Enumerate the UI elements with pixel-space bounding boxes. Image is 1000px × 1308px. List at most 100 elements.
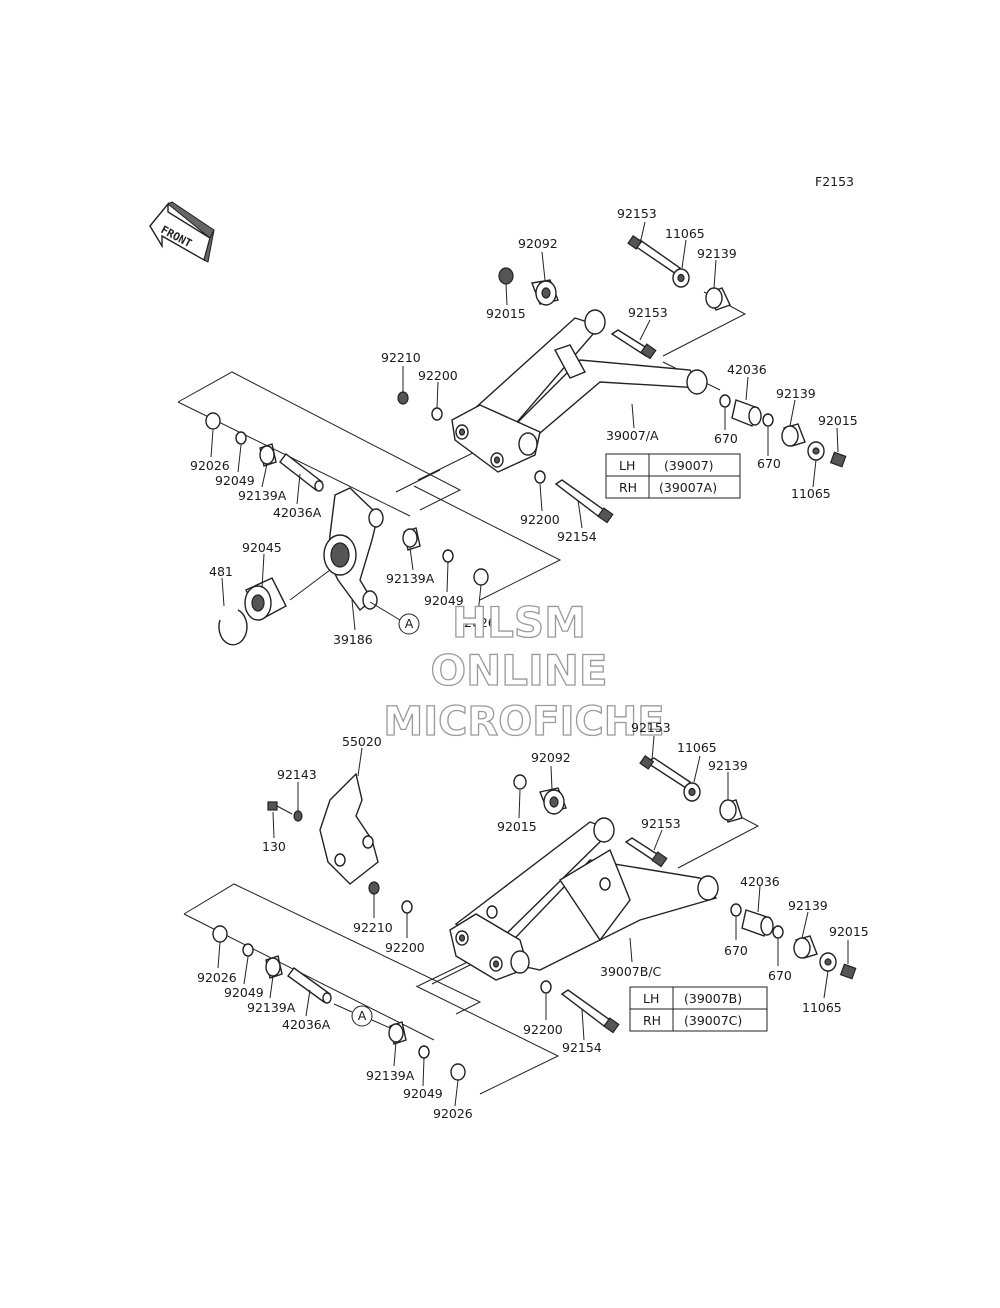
upper-table-rh-part: (39007A)	[659, 480, 717, 495]
label-11065a-lower: 11065	[677, 740, 717, 755]
upper-table-lh-part: (39007)	[664, 458, 714, 473]
lower-table-rh-part: (39007C)	[684, 1013, 742, 1028]
label-55020: 55020	[342, 734, 382, 749]
label-92026a: 92026	[190, 458, 230, 473]
label-92026b-lower: 92026	[433, 1106, 473, 1121]
label-92139b: 92139	[776, 386, 816, 401]
label-92026a-lower: 92026	[197, 970, 237, 985]
upper-callout-a-letter: A	[405, 616, 414, 631]
watermark-line-3: MICROFICHE	[383, 699, 664, 745]
label-92092: 92092	[518, 236, 558, 251]
label-92092-lower: 92092	[531, 750, 571, 765]
label-42036A-lower: 42036A	[282, 1017, 331, 1032]
lower-guard-55020	[319, 772, 379, 885]
lower-callout-a-letter: A	[358, 1008, 367, 1023]
upper-shaft-42036A	[279, 453, 324, 492]
lower-seal-92049a	[242, 943, 254, 957]
label-92139Ab: 92139A	[386, 571, 435, 586]
label-92139a-lower: 92139	[708, 758, 748, 773]
lower-washer-92200a	[401, 900, 413, 914]
label-670b: 670	[757, 456, 781, 471]
label-11065a: 11065	[665, 226, 705, 241]
lower-seal-92049b	[418, 1045, 430, 1059]
upper-bearing-92045	[244, 577, 287, 621]
label-92153b: 92153	[628, 305, 668, 320]
label-670a-lower: 670	[724, 943, 748, 958]
label-92015a: 92015	[486, 306, 526, 321]
label-92200a-lower: 92200	[385, 940, 425, 955]
lower-sleeve-42036	[741, 909, 774, 937]
lower-bushing-92139a	[719, 799, 743, 823]
label-92139a: 92139	[697, 246, 737, 261]
lower-table-lh-part: (39007B)	[684, 991, 742, 1006]
figure-code: F2153	[815, 174, 854, 189]
lower-table-rh: RH	[643, 1013, 661, 1028]
label-92026b: 92026	[456, 615, 496, 630]
lower-a-arm	[449, 817, 719, 981]
label-39007-lower: 39007B/C	[600, 964, 662, 979]
label-481: 481	[209, 564, 233, 579]
watermark: HLSM ONLINE MICROFICHE	[383, 597, 666, 745]
lower-table-lh: LH	[643, 991, 659, 1006]
label-92143: 92143	[277, 767, 317, 782]
upper-nut-92015b	[829, 451, 847, 468]
lower-bushing-92139Ab	[388, 1021, 407, 1045]
label-92200b: 92200	[520, 512, 560, 527]
upper-bushing-92139Aa	[259, 443, 277, 467]
lower-nut-92015a	[513, 774, 527, 790]
lower-bolt-92153b	[624, 837, 668, 868]
watermark-line-2: ONLINE	[430, 646, 607, 695]
lower-assembly: A 55020 92153 11065 92092 92139	[183, 720, 869, 1121]
upper-seal-92026a	[205, 412, 221, 430]
label-92015b-lower: 92015	[829, 924, 869, 939]
upper-table-lh: LH	[619, 458, 635, 473]
lower-seal-92026a	[212, 925, 228, 943]
upper-nut-92015a	[498, 267, 514, 285]
upper-knuckle-39186	[323, 487, 384, 612]
label-42036A: 42036A	[273, 505, 322, 520]
lower-seal-670b	[772, 925, 784, 939]
label-92015a-lower: 92015	[497, 819, 537, 834]
upper-washer-92200a	[431, 407, 443, 421]
upper-seal-92049a	[235, 431, 247, 445]
label-92139Aa-lower: 92139A	[247, 1000, 296, 1015]
label-670a: 670	[714, 431, 738, 446]
upper-bushing-92139b	[781, 423, 806, 447]
label-42036: 42036	[727, 362, 767, 377]
upper-bushing-92092	[531, 279, 559, 306]
lower-bolt-130	[267, 801, 293, 815]
lower-callout-a	[351, 1005, 373, 1027]
lower-bushing-92139b	[793, 935, 818, 959]
lower-bolt-92154	[560, 989, 620, 1034]
upper-seal-670a	[719, 394, 731, 408]
label-130: 130	[262, 839, 286, 854]
label-670b-lower: 670	[768, 968, 792, 983]
label-92049a: 92049	[215, 473, 255, 488]
label-92139Ab-lower: 92139A	[366, 1068, 415, 1083]
lower-side-table: LH (39007B) RH (39007C)	[629, 986, 768, 1032]
lower-washer-92200b	[540, 980, 552, 994]
label-92210-lower: 92210	[353, 920, 393, 935]
label-92049b-lower: 92049	[403, 1086, 443, 1101]
upper-seal-92026b	[473, 568, 489, 586]
lower-grommet-92143	[293, 810, 303, 822]
label-92153b-lower: 92153	[641, 816, 681, 831]
label-92139b-lower: 92139	[788, 898, 828, 913]
lower-bushing-92139Aa	[265, 955, 283, 979]
lower-seal-92026b	[450, 1063, 466, 1081]
label-92139Aa: 92139A	[238, 488, 287, 503]
label-92200b-lower: 92200	[523, 1022, 563, 1037]
lower-bolt-92153a	[639, 755, 691, 789]
upper-bushing-92139a	[705, 287, 731, 311]
upper-bolt-92153a	[627, 235, 681, 275]
label-92153a: 92153	[617, 206, 657, 221]
label-11065b: 11065	[791, 486, 831, 501]
upper-assembly: A 92153 11065 92139 92092 92015 92153 92…	[177, 206, 858, 647]
upper-bolt-92154	[554, 479, 614, 524]
label-92049b: 92049	[424, 593, 464, 608]
watermark-line-1: HLSM	[452, 598, 586, 647]
lower-shaft-42036A	[287, 967, 332, 1004]
upper-callout-a	[398, 613, 420, 635]
label-39186: 39186	[333, 632, 373, 647]
lower-nut-92210	[368, 881, 380, 895]
